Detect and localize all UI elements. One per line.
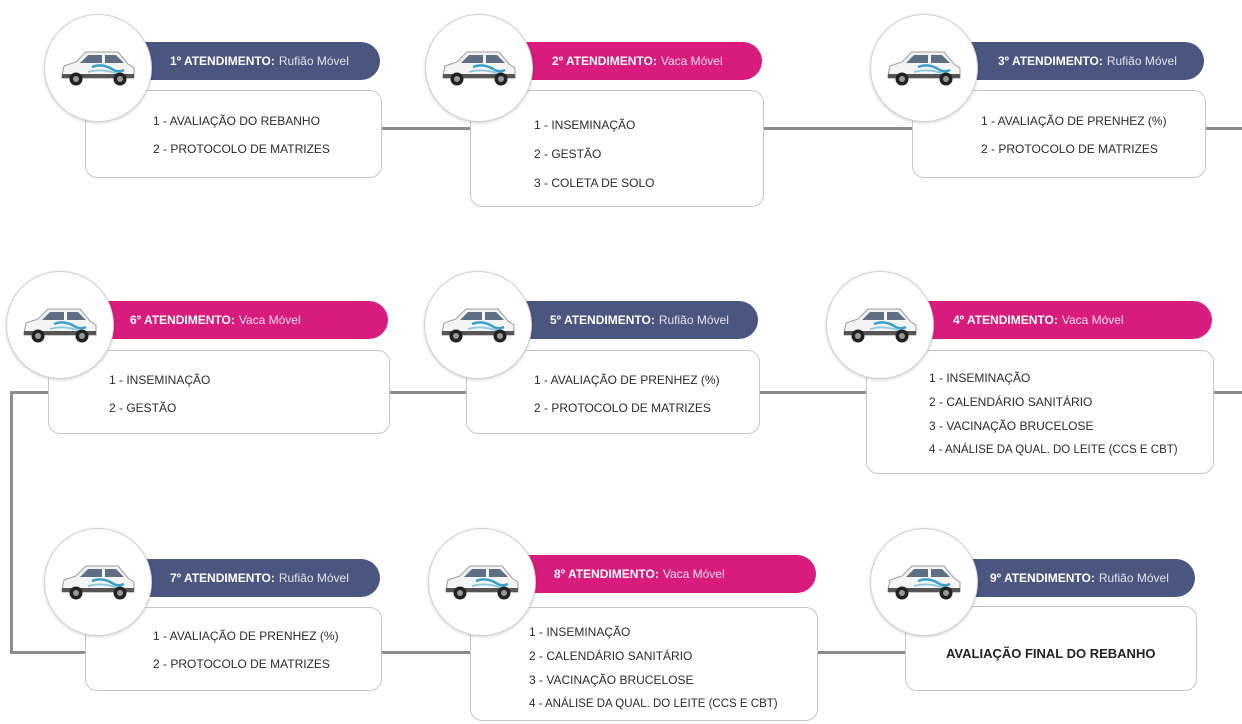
car-icon	[870, 528, 978, 636]
step-type: Rufião Móvel	[278, 571, 349, 585]
step-header: 7º ATENDIMENTO: Rufião Móvel	[140, 559, 380, 597]
step-number: 6º ATENDIMENTO:	[130, 313, 235, 327]
step-header: 8º ATENDIMENTO: Vaca Móvel	[524, 555, 816, 593]
step-number: 9º ATENDIMENTO:	[990, 571, 1095, 585]
step-card	[470, 90, 764, 207]
step-items: 1 - INSEMINAÇÃO 2 - GESTÃO	[109, 366, 210, 422]
step-header: 1º ATENDIMENTO: Rufião Móvel	[140, 42, 380, 80]
car-icon	[870, 14, 978, 122]
step-type: Rufião Móvel	[1106, 54, 1177, 68]
step-header: 2º ATENDIMENTO: Vaca Móvel	[522, 42, 762, 80]
step-card	[470, 607, 818, 721]
step-items: 1 - INSEMINAÇÃO 2 - CALENDÁRIO SANITÁRIO…	[929, 366, 1178, 462]
car-icon	[44, 528, 152, 636]
step-items: 1 - AVALIAÇÃO DE PRENHEZ (%) 2 - PROTOCO…	[981, 107, 1167, 163]
final-evaluation: AVALIAÇÃO FINAL DO REBANHO	[946, 646, 1156, 661]
list-item: 1 - AVALIAÇÃO DE PRENHEZ (%)	[981, 114, 1167, 128]
step-number: 1º ATENDIMENTO:	[170, 54, 275, 68]
step-items: 1 - INSEMINAÇÃO 2 - CALENDÁRIO SANITÁRIO…	[529, 620, 778, 716]
list-item: 1 - INSEMINAÇÃO	[109, 373, 211, 387]
step-number: 3º ATENDIMENTO:	[998, 54, 1103, 68]
list-item: 2 - CALENDÁRIO SANITÁRIO	[929, 395, 1093, 409]
list-item: 1 - INSEMINAÇÃO	[929, 371, 1031, 385]
step-header: 5º ATENDIMENTO: Rufião Móvel	[520, 301, 758, 339]
car-icon	[428, 528, 536, 636]
list-item: 2 - GESTÃO	[534, 147, 602, 161]
list-item: 1 - AVALIAÇÃO DO REBANHO	[153, 114, 320, 128]
car-icon	[44, 14, 152, 122]
list-item: 3 - COLETA DE SOLO	[534, 176, 655, 190]
step-header: 6º ATENDIMENTO: Vaca Móvel	[100, 301, 388, 339]
list-item: 2 - PROTOCOLO DE MATRIZES	[534, 401, 711, 415]
step-type: Vaca Móvel	[238, 313, 301, 327]
car-icon	[826, 271, 934, 379]
step-header: 4º ATENDIMENTO: Vaca Móvel	[923, 301, 1212, 339]
step-number: 5º ATENDIMENTO:	[550, 313, 655, 327]
list-item: 4 - ANÁLISE DA QUAL. DO LEITE (CCS E CBT…	[529, 698, 778, 710]
list-item: 3 - VACINAÇÃO BRUCELOSE	[929, 419, 1094, 433]
step-header: 3º ATENDIMENTO: Rufião Móvel	[968, 42, 1204, 80]
list-item: 1 - AVALIAÇÃO DE PRENHEZ (%)	[534, 373, 720, 387]
list-item: 1 - INSEMINAÇÃO	[534, 118, 636, 132]
step-header: 9º ATENDIMENTO: Rufião Móvel	[960, 559, 1195, 597]
list-item: 2 - PROTOCOLO DE MATRIZES	[153, 142, 330, 156]
step-items: 1 - AVALIAÇÃO DE PRENHEZ (%) 2 - PROTOCO…	[153, 622, 339, 678]
car-icon	[6, 271, 114, 379]
list-item: 3 - VACINAÇÃO BRUCELOSE	[529, 673, 694, 687]
step-type: Rufião Móvel	[1098, 571, 1169, 585]
step-type: Vaca Móvel	[660, 54, 723, 68]
car-icon	[425, 14, 533, 122]
step-card	[48, 350, 390, 434]
step-card	[866, 350, 1214, 474]
step-number: 4º ATENDIMENTO:	[953, 313, 1058, 327]
connector-row3	[10, 651, 910, 654]
step-type: Rufião Móvel	[278, 54, 349, 68]
list-item: 2 - CALENDÁRIO SANITÁRIO	[529, 649, 693, 663]
list-item: 2 - PROTOCOLO DE MATRIZES	[981, 142, 1158, 156]
list-item: 4 - ANÁLISE DA QUAL. DO LEITE (CCS E CBT…	[929, 444, 1178, 456]
list-item: 2 - GESTÃO	[109, 401, 177, 415]
step-type: Rufião Móvel	[658, 313, 729, 327]
connector-vertical	[10, 391, 13, 653]
step-items: 1 - INSEMINAÇÃO 2 - GESTÃO 3 - COLETA DE…	[534, 111, 654, 198]
step-items: 1 - AVALIAÇÃO DO REBANHO 2 - PROTOCOLO D…	[153, 107, 330, 163]
step-type: Vaca Móvel	[1061, 313, 1124, 327]
step-number: 7º ATENDIMENTO:	[170, 571, 275, 585]
step-type: Vaca Móvel	[662, 567, 725, 581]
car-icon	[424, 271, 532, 379]
list-item: 1 - AVALIAÇÃO DE PRENHEZ (%)	[153, 629, 339, 643]
step-number: 2º ATENDIMENTO:	[552, 54, 657, 68]
step-items: 1 - AVALIAÇÃO DE PRENHEZ (%) 2 - PROTOCO…	[534, 366, 720, 422]
list-item: 1 - INSEMINAÇÃO	[529, 625, 631, 639]
list-item: 2 - PROTOCOLO DE MATRIZES	[153, 657, 330, 671]
connector-row1	[350, 127, 1242, 130]
step-number: 8º ATENDIMENTO:	[554, 567, 659, 581]
